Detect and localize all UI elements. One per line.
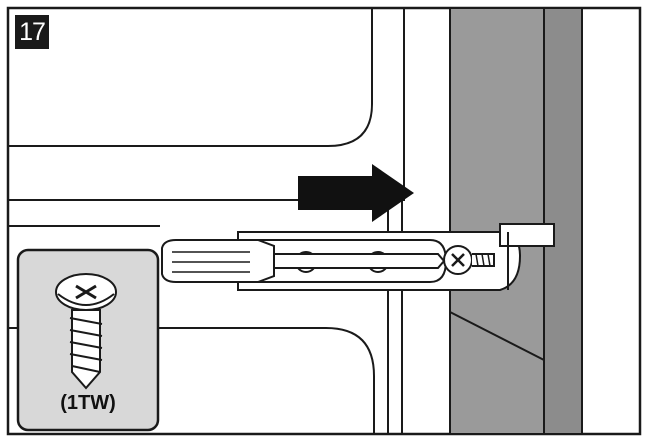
step-number-badge: 17 — [15, 15, 49, 49]
arrow-right-icon — [298, 164, 414, 222]
screw-part-label: (1TW) — [60, 392, 116, 414]
screwdriver-icon — [161, 239, 446, 283]
side-panel — [449, 7, 583, 435]
screw-inset-panel — [16, 248, 160, 432]
screw-icon — [55, 273, 117, 390]
